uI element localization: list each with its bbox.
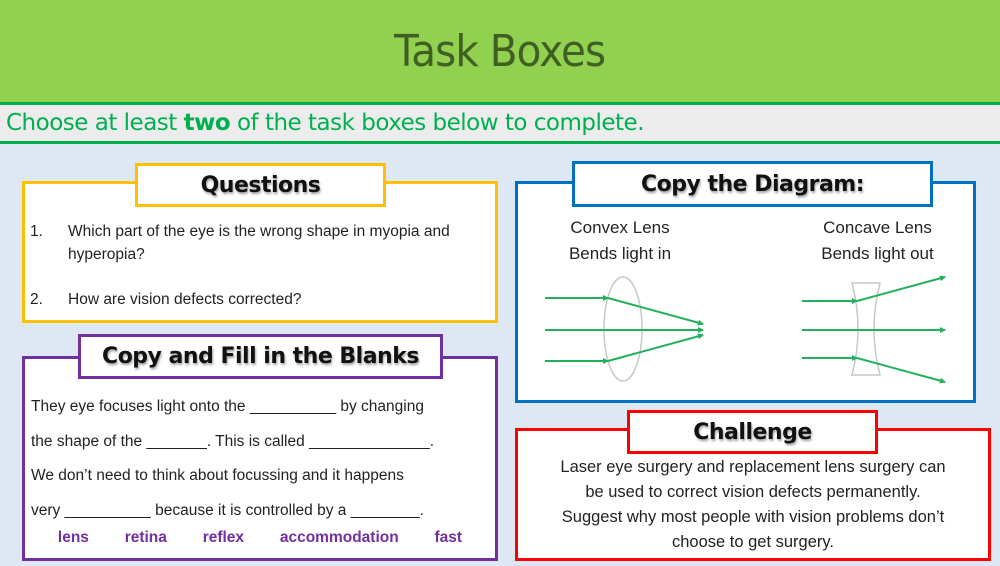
question-item: 2. How are vision defects corrected? (30, 288, 480, 311)
fill-blanks-box (22, 356, 498, 561)
instruction-suffix: of the task boxes below to complete. (230, 110, 645, 136)
fill-line: They eye focuses light onto the ________… (31, 398, 424, 415)
fill-blanks-text: They eye focuses light onto the ________… (31, 398, 481, 536)
word-bank-item: reflex (202, 529, 245, 546)
diagram-title: Copy the Diagram: (572, 161, 933, 207)
question-item: 1. Which part of the eye is the wrong sh… (30, 220, 480, 266)
questions-list: 1. Which part of the eye is the wrong sh… (30, 220, 480, 333)
word-bank-item: fast (434, 529, 463, 546)
challenge-line: be used to correct vision defects perman… (585, 483, 921, 501)
questions-title: Questions (135, 163, 386, 207)
diagram-box (515, 181, 976, 403)
instruction-emphasis: two (183, 110, 231, 136)
convex-lens-label: Convex Lens Bends light in (545, 215, 695, 267)
concave-lens-label: Concave Lens Bends light out (800, 215, 955, 267)
word-bank-item: retina (124, 529, 167, 546)
diagram-title-text: Copy the Diagram: (640, 171, 865, 197)
question-number: 2. (30, 291, 43, 308)
page-header: Task Boxes (0, 0, 1000, 102)
fill-blanks-title-text: Copy and Fill in the Blanks (102, 344, 419, 369)
challenge-text: Laser eye surgery and replacement lens s… (518, 455, 988, 555)
fill-blanks-title: Copy and Fill in the Blanks (78, 334, 443, 379)
word-bank-item: accommodation (279, 529, 399, 546)
convex-lens-name: Convex Lens (570, 218, 670, 237)
concave-lens-name: Concave Lens (823, 218, 932, 237)
challenge-title-text: Challenge (693, 419, 812, 445)
word-bank: lens retina reflex accommodation fast (30, 529, 480, 547)
questions-title-text: Questions (200, 172, 321, 198)
convex-lens-desc: Bends light in (568, 244, 672, 263)
instruction-bar: Choose at least two of the task boxes be… (0, 102, 1000, 144)
challenge-line: Suggest why most people with vision prob… (561, 508, 945, 526)
challenge-line: choose to get surgery. (671, 533, 835, 551)
instruction-prefix: Choose at least (6, 110, 184, 136)
fill-line: the shape of the _______. This is called… (31, 432, 435, 450)
fill-line: We don’t need to think about focussing a… (31, 467, 404, 484)
question-number: 1. (30, 223, 43, 240)
concave-lens-desc: Bends light out (821, 244, 934, 263)
challenge-title: Challenge (627, 410, 878, 454)
question-text: How are vision defects corrected? (68, 291, 302, 308)
fill-line: very __________ because it is controlled… (31, 501, 424, 519)
challenge-line: Laser eye surgery and replacement lens s… (560, 458, 946, 476)
question-text: Which part of the eye is the wrong shape… (68, 223, 450, 263)
word-bank-item: lens (57, 529, 89, 546)
page-title: Task Boxes (394, 25, 606, 77)
